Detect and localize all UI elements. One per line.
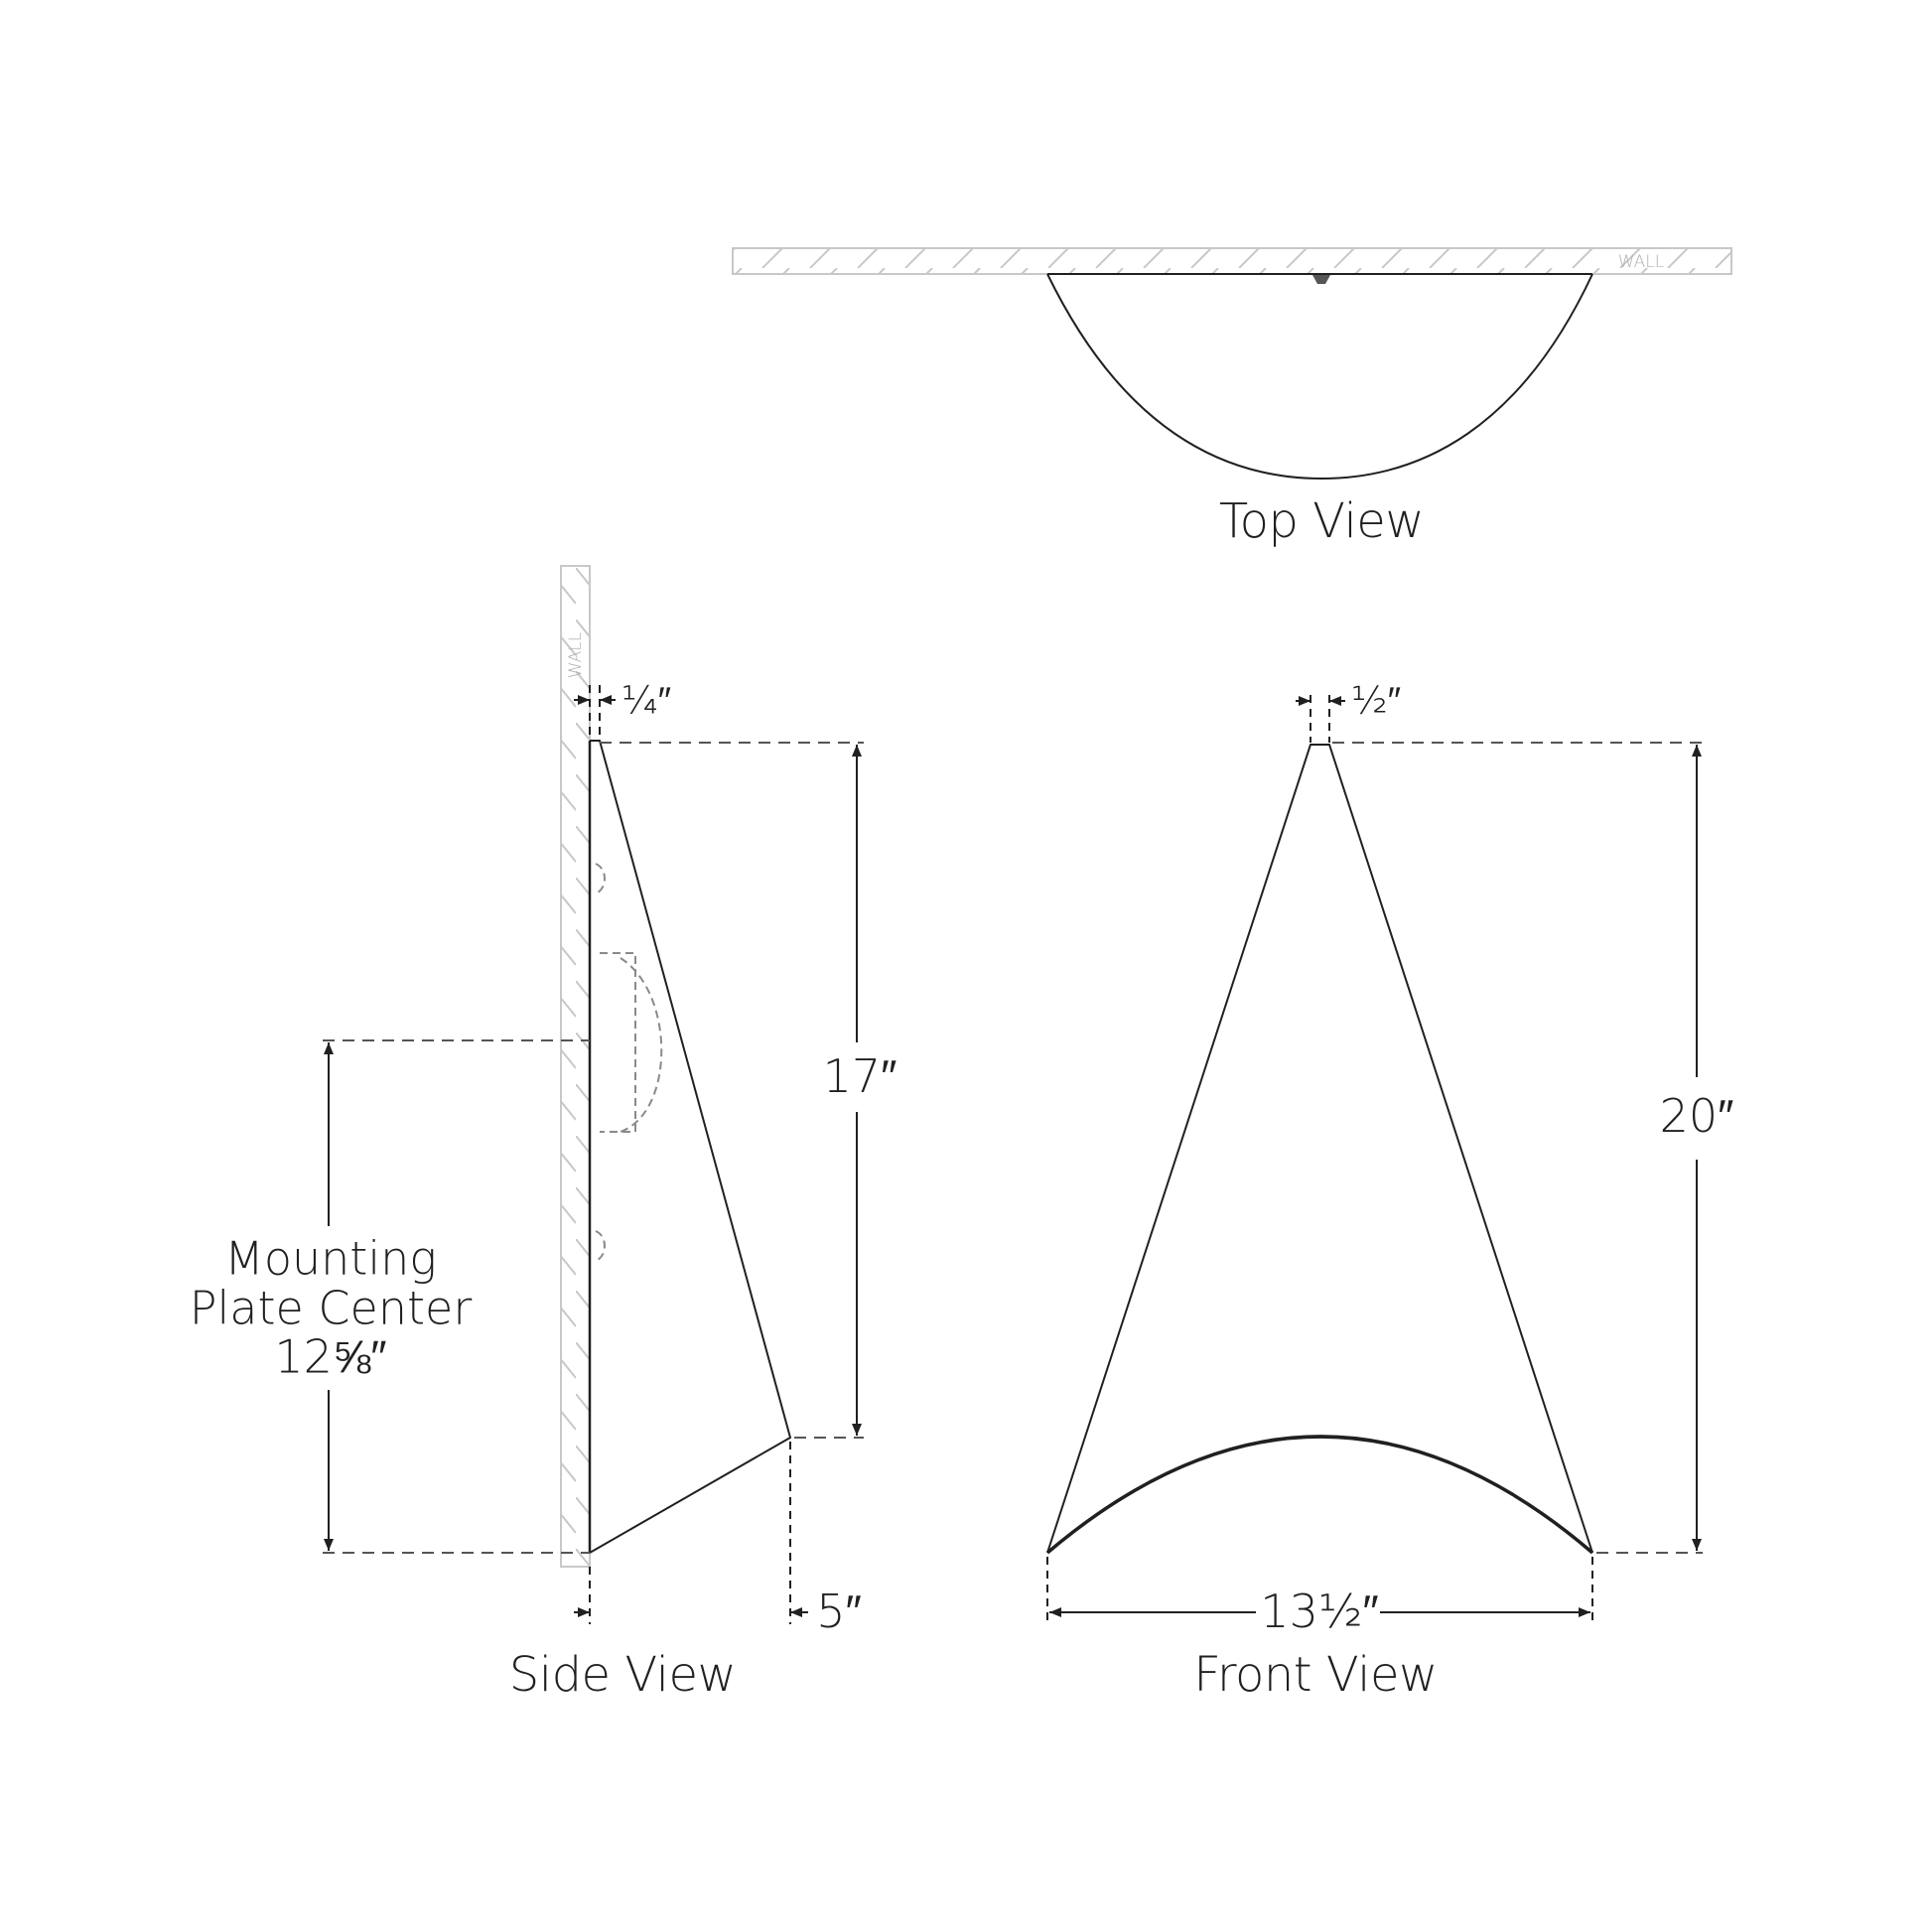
mounting-value: 12⅝″	[274, 1329, 387, 1384]
top-fixture-arc	[1046, 273, 1593, 481]
front-fixture-left	[1046, 744, 1593, 1554]
dim-front-height: 20″	[1659, 1089, 1734, 1144]
dim-front-width: 13½″	[1260, 1585, 1379, 1639]
side-wall	[560, 565, 591, 1568]
top-view	[732, 247, 1732, 481]
side-fixture-profile	[589, 740, 792, 1554]
dim-front-top-width: ½″	[1350, 678, 1402, 723]
side-view	[323, 565, 864, 1624]
side-view-title: Side View	[508, 1647, 737, 1704]
mounting-line2: Plate Center	[189, 1281, 473, 1335]
dim-side-wall-offset: ¼″	[621, 678, 672, 723]
front-view	[1045, 695, 1703, 1626]
front-fixture-arc	[1045, 1435, 1594, 1555]
front-view-title: Front View	[1193, 1647, 1438, 1704]
side-wall-label: WALL	[565, 631, 586, 679]
top-view-title: Top View	[1218, 493, 1425, 550]
top-mount-knob	[1312, 275, 1330, 284]
mounting-line1: Mounting	[224, 1231, 437, 1286]
mounting-plate-label: Mounting Plate Center 12⅝″	[190, 1234, 473, 1382]
top-wall-label: WALL	[1617, 251, 1665, 272]
top-wall	[732, 247, 1732, 275]
dim-side-depth: 5″	[816, 1585, 862, 1639]
dim-side-height: 17″	[822, 1049, 897, 1104]
